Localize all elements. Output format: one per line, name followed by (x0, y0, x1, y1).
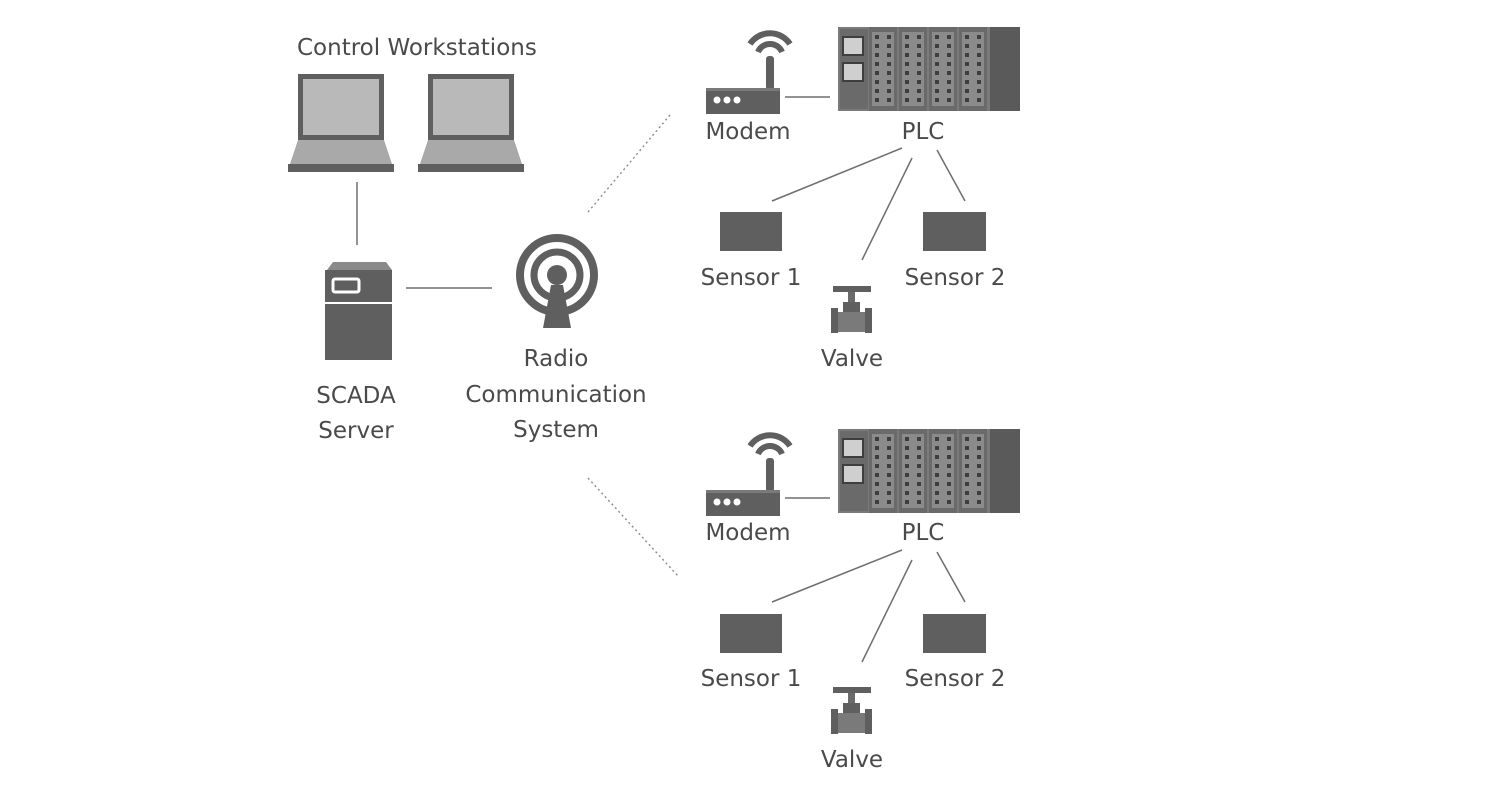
radio-tower-icon (516, 234, 598, 328)
modem-label: Modem (705, 520, 791, 546)
plc-icon (838, 27, 1020, 111)
plc-sensor1-link-1 (771, 147, 903, 202)
plc-icon (838, 429, 1020, 513)
plc-valve-link-1 (861, 157, 913, 261)
laptop-icon (288, 74, 394, 172)
radio-link-site1 (587, 114, 671, 213)
plc-label: PLC (901, 520, 945, 546)
plc-sensor1-link-2 (771, 549, 903, 603)
sensor-icon (923, 614, 986, 653)
radio-label-line3: System (513, 417, 599, 443)
radio-links (587, 114, 679, 577)
sensor2-label: Sensor 2 (904, 265, 1006, 291)
modem-icon (706, 33, 790, 114)
sensor1-label: Sensor 1 (700, 666, 802, 692)
modem-icon (706, 435, 790, 516)
plc-sensor2-link-2 (936, 551, 966, 603)
valve-icon (831, 286, 872, 333)
modem-label: Modem (705, 119, 791, 145)
valve-label: Valve (820, 747, 884, 773)
laptop-icon (418, 74, 524, 172)
sensor1-label: Sensor 1 (700, 265, 802, 291)
sensor2-label: Sensor 2 (904, 666, 1006, 692)
workstations-label: Control Workstations (297, 35, 537, 61)
valve-label: Valve (820, 346, 884, 372)
sensor-icon (720, 212, 782, 251)
radio-label-line1: Radio (523, 346, 589, 372)
connection-lines (356, 96, 966, 663)
scada-label-line1: SCADA (316, 383, 396, 409)
sensor-icon (923, 212, 986, 251)
plc-label: PLC (901, 119, 945, 145)
sensor-icon (720, 614, 782, 653)
plc-valve-link-2 (861, 559, 913, 663)
valve-icon (831, 687, 872, 734)
scada-label-line2: Server (318, 418, 394, 444)
server-icon (325, 262, 392, 360)
radio-link-site2 (587, 477, 679, 577)
plc-sensor2-link-1 (936, 149, 966, 202)
radio-label-line2: Communication (465, 382, 647, 408)
